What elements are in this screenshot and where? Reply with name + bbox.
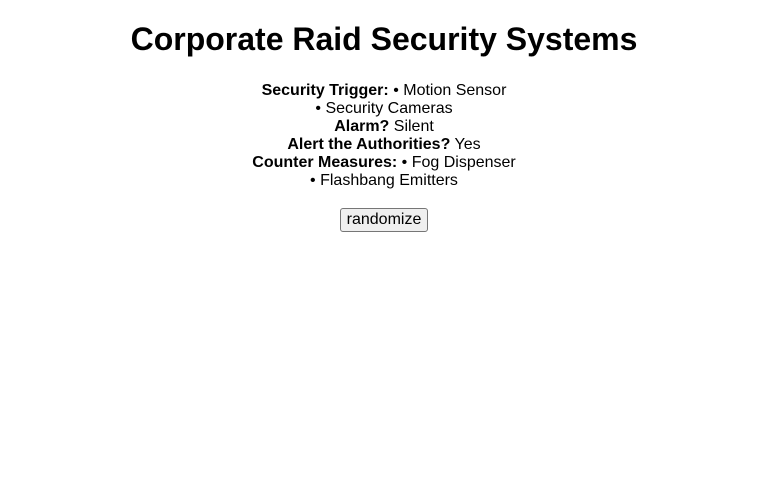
page: Corporate Raid Security Systems Security… — [0, 0, 768, 232]
alert-authorities-row: Alert the Authorities? Yes — [0, 136, 768, 154]
page-title: Corporate Raid Security Systems — [130, 21, 638, 57]
alert-authorities-value: Yes — [454, 136, 481, 153]
security-trigger-row: Security Trigger: • Motion Sensor — [0, 82, 768, 100]
security-trigger-row-2: • Security Cameras — [0, 100, 768, 118]
counter-measures-item: • Flashbang Emitters — [310, 172, 458, 189]
alarm-label: Alarm? — [334, 118, 390, 135]
alarm-value: Silent — [393, 118, 434, 135]
alarm-row: Alarm? Silent — [0, 118, 768, 136]
security-trigger-item: • Security Cameras — [315, 100, 453, 117]
security-trigger-item: • Motion Sensor — [393, 82, 507, 99]
security-trigger-label: Security Trigger: — [261, 82, 389, 99]
button-container: randomize — [0, 208, 768, 232]
counter-measures-row-2: • Flashbang Emitters — [0, 172, 768, 190]
counter-measures-label: Counter Measures: — [252, 154, 398, 171]
counter-measures-item: • Fog Dispenser — [401, 154, 516, 171]
alert-authorities-label: Alert the Authorities? — [287, 136, 451, 153]
security-config: Security Trigger: • Motion Sensor • Secu… — [0, 82, 768, 190]
counter-measures-row: Counter Measures: • Fog Dispenser — [0, 154, 768, 172]
randomize-button[interactable]: randomize — [339, 208, 429, 232]
